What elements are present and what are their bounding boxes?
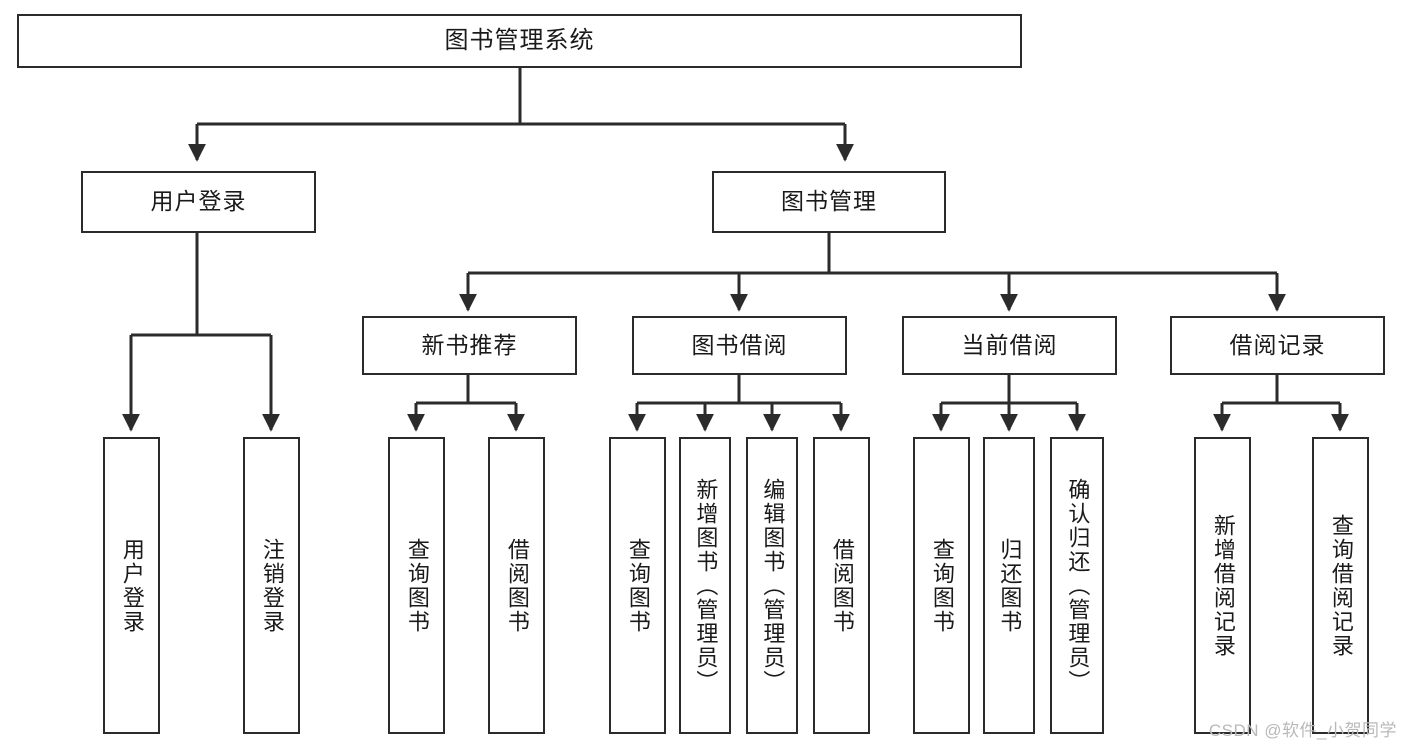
node-root-system[interactable]: 图书管理系统	[17, 14, 1022, 68]
node-leaf-return-book[interactable]: 归还图书	[983, 437, 1035, 734]
node-leaf-confirm-return-admin[interactable]: 确认归还（管理员）	[1050, 437, 1104, 734]
node-user-login[interactable]: 用户登录	[81, 171, 316, 233]
node-leaf-borrow-book-recommend[interactable]: 借阅图书	[488, 437, 545, 734]
node-leaf-add-borrow-record[interactable]: 新增借阅记录	[1194, 437, 1251, 734]
node-book-borrow[interactable]: 图书借阅	[632, 316, 847, 375]
node-current-borrow[interactable]: 当前借阅	[902, 316, 1117, 375]
watermark-text: CSDN @软件_小贺同学	[1208, 721, 1397, 740]
node-new-book-recommend[interactable]: 新书推荐	[362, 316, 577, 375]
node-leaf-user-login[interactable]: 用户登录	[103, 437, 160, 734]
node-leaf-query-book-current[interactable]: 查询图书	[913, 437, 970, 734]
node-borrow-record[interactable]: 借阅记录	[1170, 316, 1385, 375]
node-leaf-user-logout[interactable]: 注销登录	[243, 437, 300, 734]
node-book-management[interactable]: 图书管理	[712, 171, 946, 233]
node-leaf-borrow-book[interactable]: 借阅图书	[813, 437, 870, 734]
node-leaf-query-book-borrow[interactable]: 查询图书	[609, 437, 666, 734]
node-leaf-query-book-recommend[interactable]: 查询图书	[388, 437, 445, 734]
node-leaf-edit-book-admin[interactable]: 编辑图书（管理员）	[746, 437, 798, 734]
node-leaf-add-book-admin[interactable]: 新增图书（管理员）	[679, 437, 731, 734]
node-leaf-query-borrow-record[interactable]: 查询借阅记录	[1312, 437, 1369, 734]
